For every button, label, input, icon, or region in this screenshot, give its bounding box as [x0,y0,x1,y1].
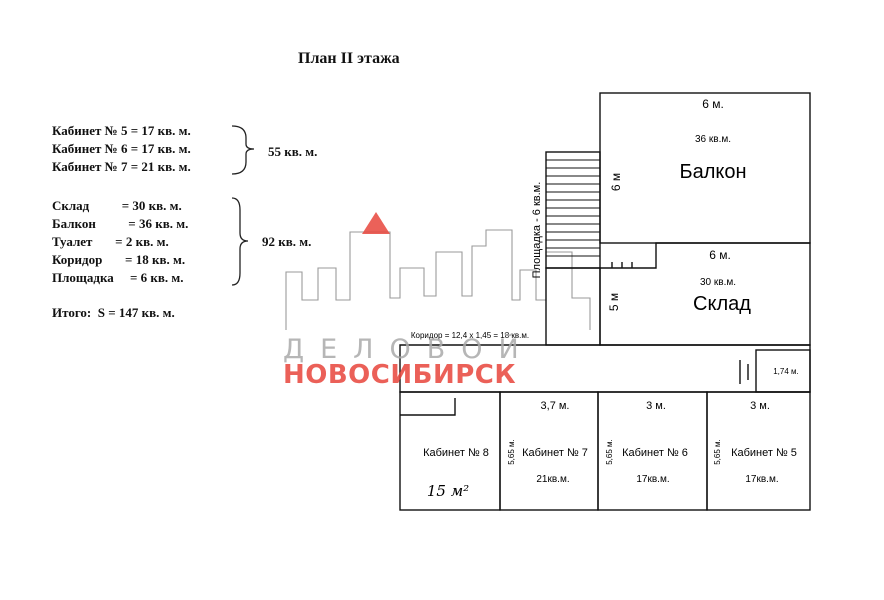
legend-item: Кабинет № 6 = 17 кв. м. [52,141,191,156]
office-5-width: 3 м. [750,400,770,412]
corridor-label: Коридор = 12,4 х 1,45 = 18 кв.м. [411,331,529,340]
legend-item: Склад = 30 кв. м. [52,198,182,213]
stair-steps [546,159,600,257]
storage-ticks [611,262,633,268]
office-6-name: Кабинет № 6 [622,447,688,459]
brace-group2 [231,197,249,286]
legend-item: Туалет = 2 кв. м. [52,234,169,249]
office-7-depth: 5,65 м. [507,439,516,465]
legend-group-other-sum: 92 кв. м. [262,234,312,249]
office-8-partition [400,398,456,416]
plan-title: План II этажа [298,50,400,67]
office-7-width: 3,7 м. [541,400,570,412]
balcony-area: 36 кв.м. [695,134,731,145]
office-6-width: 3 м. [646,400,666,412]
office-7-name: Кабинет № 7 [522,447,588,459]
watermark-bottom-text: НОВОСИБИРСК [283,360,517,390]
toilet-label: 1,74 м. [773,367,799,376]
watermark-top-text: ДЕЛОВОЙ [283,334,535,365]
office-8-name: Кабинет № 8 [423,447,489,459]
landing-area [545,267,601,346]
balcony-side: 6 м [609,173,623,191]
legend-item: Коридор = 18 кв. м. [52,252,186,267]
office-5-depth: 5,65 м. [713,439,722,465]
legend-item: Кабинет № 7 = 21 кв. м. [52,159,191,174]
legend-group-offices: Кабинет № 5 = 17 кв. м. Кабинет № 6 = 17… [52,122,191,176]
storage-side: 5 м [607,293,621,311]
landing-label: Площадка - 6 кв.м. [531,182,543,279]
balcony-width: 6 м. [702,97,724,111]
legend-group-offices-sum: 55 кв. м. [268,144,318,159]
watermark-skyline [285,229,591,330]
storage-width: 6 м. [709,248,731,262]
office-8-note: 15 м² [427,482,469,500]
legend-item: Площадка = 6 кв. м. [52,270,184,285]
office-6-depth: 5,65 м. [605,439,614,465]
office-5-room [706,391,811,511]
toilet-fixtures [739,360,749,384]
legend-item: Кабинет № 5 = 17 кв. м. [52,123,191,138]
storage-name: Склад [693,293,751,315]
legend-item: Балкон = 36 кв. м. [52,216,189,231]
office-5-name: Кабинет № 5 [731,447,797,459]
office-5-area: 17кв.м. [745,474,778,485]
watermark-roof-icon [362,212,390,234]
legend-group-other: Склад = 30 кв. м. Балкон = 36 кв. м. Туа… [52,197,188,287]
legend-total: Итого: S = 147 кв. м. [52,305,175,320]
balcony-name: Балкон [679,161,746,183]
office-6-area: 17кв.м. [636,474,669,485]
brace-group1 [231,125,255,175]
office-7-area: 21кв.м. [536,474,569,485]
storage-area: 30 кв.м. [700,277,736,288]
staircase [545,151,601,269]
